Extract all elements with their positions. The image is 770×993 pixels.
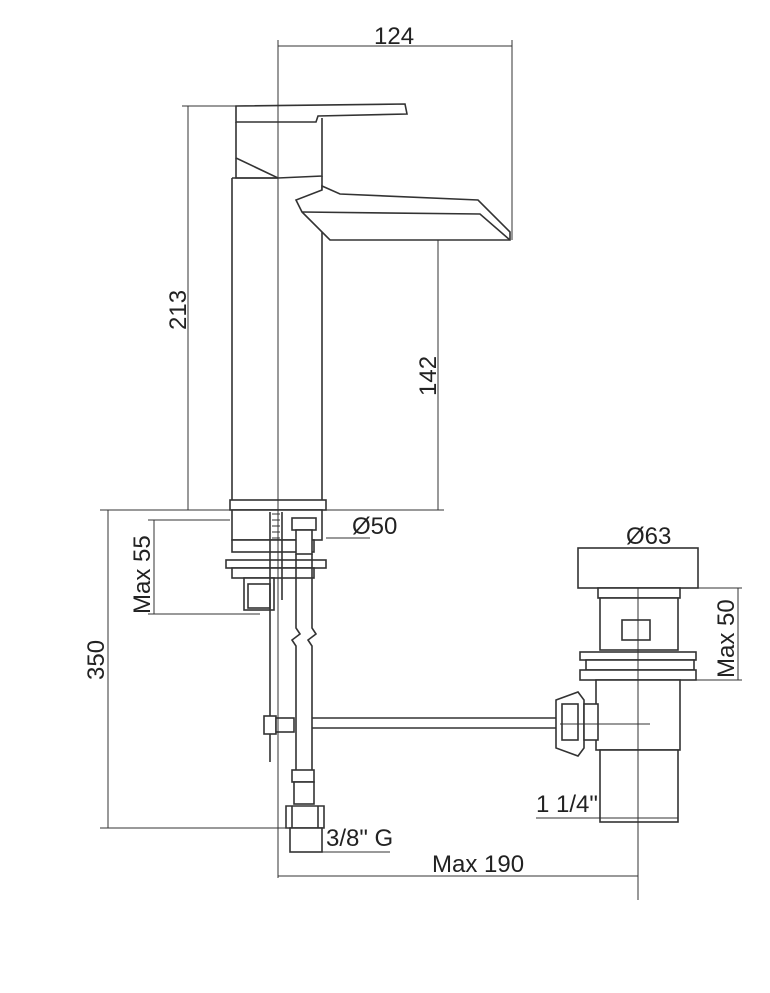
faucet-body — [229, 103, 511, 511]
dim-rod-length: Max 190 — [432, 851, 524, 878]
faucet-column — [231, 176, 323, 500]
dimension-lines — [100, 40, 742, 878]
waste-cap — [577, 547, 699, 589]
dim-total-height: 213 — [165, 290, 192, 330]
dim-deck-thickness: Max 55 — [129, 535, 156, 614]
flexible-hose — [285, 517, 325, 853]
dim-hose-length: 350 — [83, 640, 110, 680]
dim-hose-thread: 3/8" G — [326, 825, 393, 852]
dim-spout-reach: 124 — [374, 23, 414, 50]
dim-waste-thickness: Max 50 — [713, 599, 740, 678]
under-deck-fittings — [225, 509, 556, 853]
dim-base-diameter: Ø50 — [352, 513, 397, 540]
dim-spout-height: 142 — [415, 356, 442, 396]
dim-waste-diameter: Ø63 — [626, 523, 671, 550]
dim-waste-thread: 1 1/4" — [536, 791, 598, 818]
dimension-labels: 124 213 142 Ø50 Max 55 350 Ø63 Max 50 1 … — [83, 23, 740, 878]
popup-rod — [263, 715, 556, 735]
waste-drain — [555, 547, 699, 900]
